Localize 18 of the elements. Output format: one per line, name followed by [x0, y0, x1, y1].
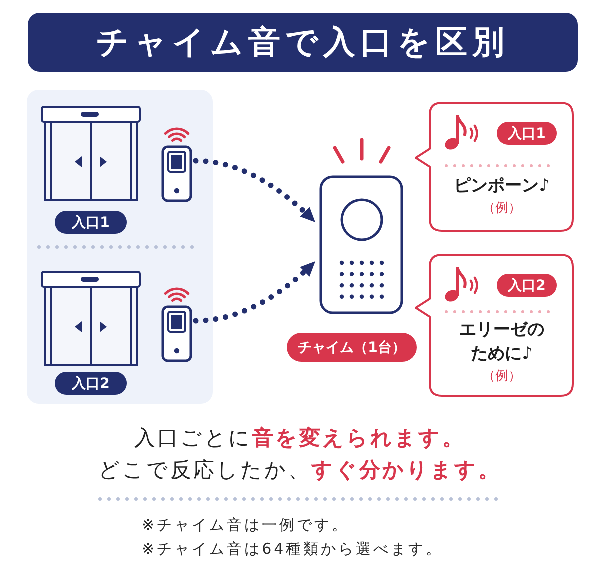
device-tag: チャイム（1台） [287, 333, 417, 362]
entrance-tag: 入口1 [55, 211, 127, 234]
entrance-tag: 入口2 [497, 274, 557, 297]
summary-text: 入口ごとに音を変えられます。 [134, 425, 466, 452]
speech-bubble [414, 102, 574, 232]
sound-name: エリーゼのために♪ [458, 319, 546, 366]
summary-text: どこで反応したか、すぐ分かります。 [98, 457, 502, 484]
title-banner: チャイム音で入口を区別 [28, 13, 578, 72]
footnote-text: ※チャイム音は一例です。 [142, 516, 350, 535]
entrance-tag: 入口2 [55, 372, 127, 395]
speech-bubble [414, 254, 574, 397]
sound-name: ピンポーン♪ [454, 175, 550, 198]
dotted-arrow [193, 158, 318, 225]
entrance-tag: 入口1 [497, 122, 557, 145]
example-note: （例） [482, 200, 522, 218]
dotted-arrow [193, 259, 318, 324]
example-note: （例） [482, 368, 522, 386]
footnote-text: ※チャイム音は64種類から選べます。 [142, 540, 444, 559]
